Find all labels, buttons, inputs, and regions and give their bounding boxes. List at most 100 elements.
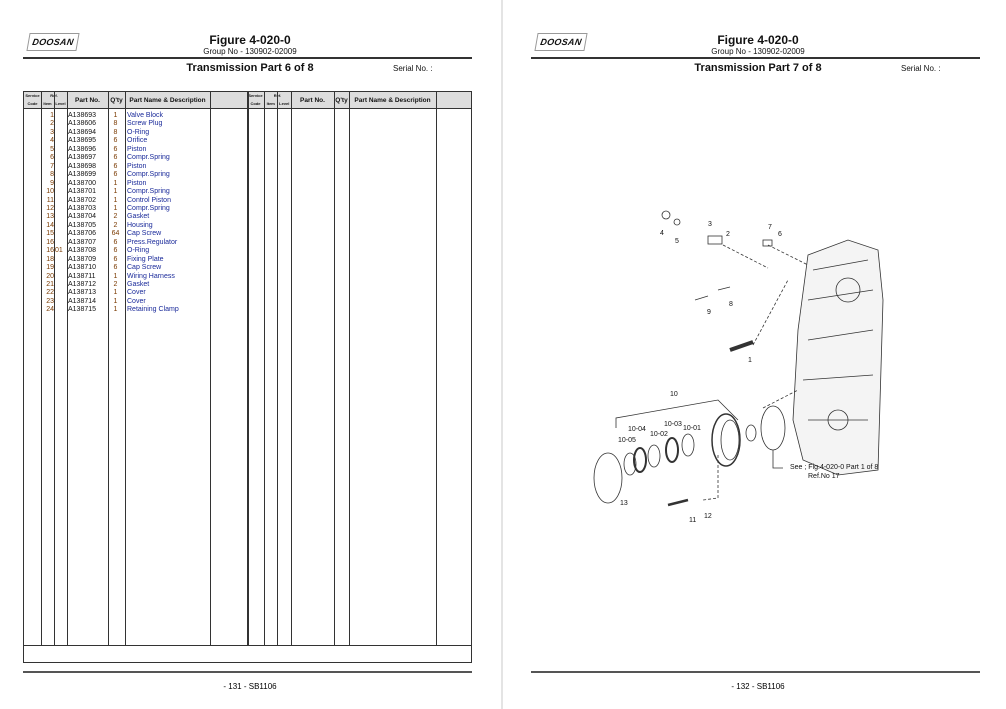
cell-part: A138703 bbox=[68, 204, 97, 212]
serial-label: Serial No. : bbox=[393, 64, 433, 73]
cell-part: A138694 bbox=[68, 128, 97, 136]
cell-part: A138693 bbox=[68, 112, 97, 119]
header-rule bbox=[23, 57, 472, 59]
left-page: DOOSAN Figure 4-020-0 Group No - 130902-… bbox=[0, 0, 500, 709]
hdr-qty-2: Q'ty bbox=[335, 97, 348, 104]
callout-label: 1 bbox=[748, 357, 752, 364]
page-divider bbox=[501, 0, 503, 709]
cell-desc: Fixing Plate bbox=[127, 255, 164, 263]
cell-part: A138713 bbox=[68, 289, 97, 297]
cell-desc: Press.Regulator bbox=[127, 238, 178, 246]
callout-label: 10-04 bbox=[628, 426, 646, 433]
callout-label: 3 bbox=[708, 221, 712, 228]
cell-qty: 1 bbox=[113, 204, 118, 212]
exploded-parts-diagram: 1234567891010-0110-0210-0310-0410-051112… bbox=[593, 210, 884, 524]
cell-desc: Piston bbox=[127, 162, 147, 170]
cell-item: 5 bbox=[50, 145, 54, 153]
cell-desc: Orifice bbox=[127, 137, 148, 145]
cell-qty: 8 bbox=[113, 128, 118, 136]
hdr-part-no: Part No. bbox=[75, 97, 100, 104]
cell-desc: Wiring Harness bbox=[127, 272, 175, 280]
cell-part: A138709 bbox=[68, 255, 97, 263]
cell-part: A138715 bbox=[68, 306, 97, 314]
cell-qty: 6 bbox=[113, 247, 118, 255]
cell-part: A138697 bbox=[68, 154, 97, 162]
cell-item: 9 bbox=[50, 179, 54, 187]
cell-desc: Compr.Spring bbox=[127, 188, 170, 196]
cell-desc: Cap Screw bbox=[127, 230, 162, 238]
callout-label: 5 bbox=[675, 238, 679, 245]
callout-label: 12 bbox=[704, 513, 712, 520]
cell-part: A138695 bbox=[68, 137, 97, 145]
cell-part: A138704 bbox=[68, 213, 97, 221]
section-title: Transmission Part 6 of 8 bbox=[186, 62, 314, 74]
callout-label: 2 bbox=[726, 231, 730, 238]
cell-qty: 6 bbox=[113, 162, 118, 170]
cell-part: A138702 bbox=[68, 196, 97, 204]
callout-label: 10-05 bbox=[618, 437, 636, 444]
figure-title: Figure 4-020-0 bbox=[717, 33, 799, 47]
cell-desc: Piston bbox=[127, 145, 147, 153]
cell-item: 3 bbox=[50, 128, 54, 136]
cell-desc: Control Piston bbox=[127, 196, 171, 204]
callout-label: 9 bbox=[707, 309, 711, 316]
cell-part: A138701 bbox=[68, 188, 97, 196]
cell-qty: 1 bbox=[113, 289, 118, 297]
cell-part: A138696 bbox=[68, 145, 97, 153]
hdr-part-no-2: Part No. bbox=[300, 97, 325, 104]
cell-qty: 1 bbox=[113, 188, 118, 196]
cell-item: 12 bbox=[46, 204, 54, 212]
cell-item: 16 bbox=[46, 238, 54, 246]
cell-qty: 1 bbox=[113, 179, 118, 187]
cell-qty: 1 bbox=[113, 306, 118, 314]
cell-item: 2 bbox=[50, 120, 54, 128]
serial-label: Serial No. : bbox=[901, 64, 941, 73]
figure-title: Figure 4-020-0 bbox=[209, 33, 291, 47]
callout-label: 6 bbox=[778, 231, 782, 238]
hdr-item: Item bbox=[43, 101, 52, 106]
footer-rule bbox=[23, 671, 472, 673]
cell-qty: 1 bbox=[113, 297, 118, 305]
cell-item: 24 bbox=[46, 306, 54, 314]
cell-desc: Retaining Clamp bbox=[127, 306, 179, 314]
cell-item: 8 bbox=[50, 171, 54, 179]
cell-desc: Piston bbox=[127, 179, 147, 187]
cell-item: 23 bbox=[46, 297, 54, 305]
group-no: Group No - 130902-02009 bbox=[711, 47, 805, 56]
callout-label: 10-02 bbox=[650, 431, 668, 438]
cell-qty: 8 bbox=[113, 120, 118, 128]
cell-part: A138710 bbox=[68, 264, 97, 272]
callout-label: 11 bbox=[689, 517, 696, 524]
cell-desc: Compr.Spring bbox=[127, 171, 170, 179]
hdr-code-2: Code bbox=[250, 101, 261, 106]
cell-desc: Gasket bbox=[127, 281, 150, 288]
cell-qty: 1 bbox=[113, 272, 118, 280]
hdr-desc-2: Part Name & Description bbox=[354, 97, 431, 104]
cell-qty: 1 bbox=[113, 112, 118, 119]
cell-item: 13 bbox=[46, 213, 54, 221]
callout-label: 7 bbox=[768, 224, 772, 231]
callout-label: 8 bbox=[729, 301, 733, 308]
cell-item: 15 bbox=[46, 230, 54, 238]
footer-rule bbox=[531, 671, 980, 673]
section-title: Transmission Part 7 of 8 bbox=[694, 62, 822, 74]
cell-qty: 2 bbox=[113, 281, 118, 288]
group-no: Group No - 130902-02009 bbox=[203, 47, 297, 56]
cell-part: A138698 bbox=[68, 162, 97, 170]
